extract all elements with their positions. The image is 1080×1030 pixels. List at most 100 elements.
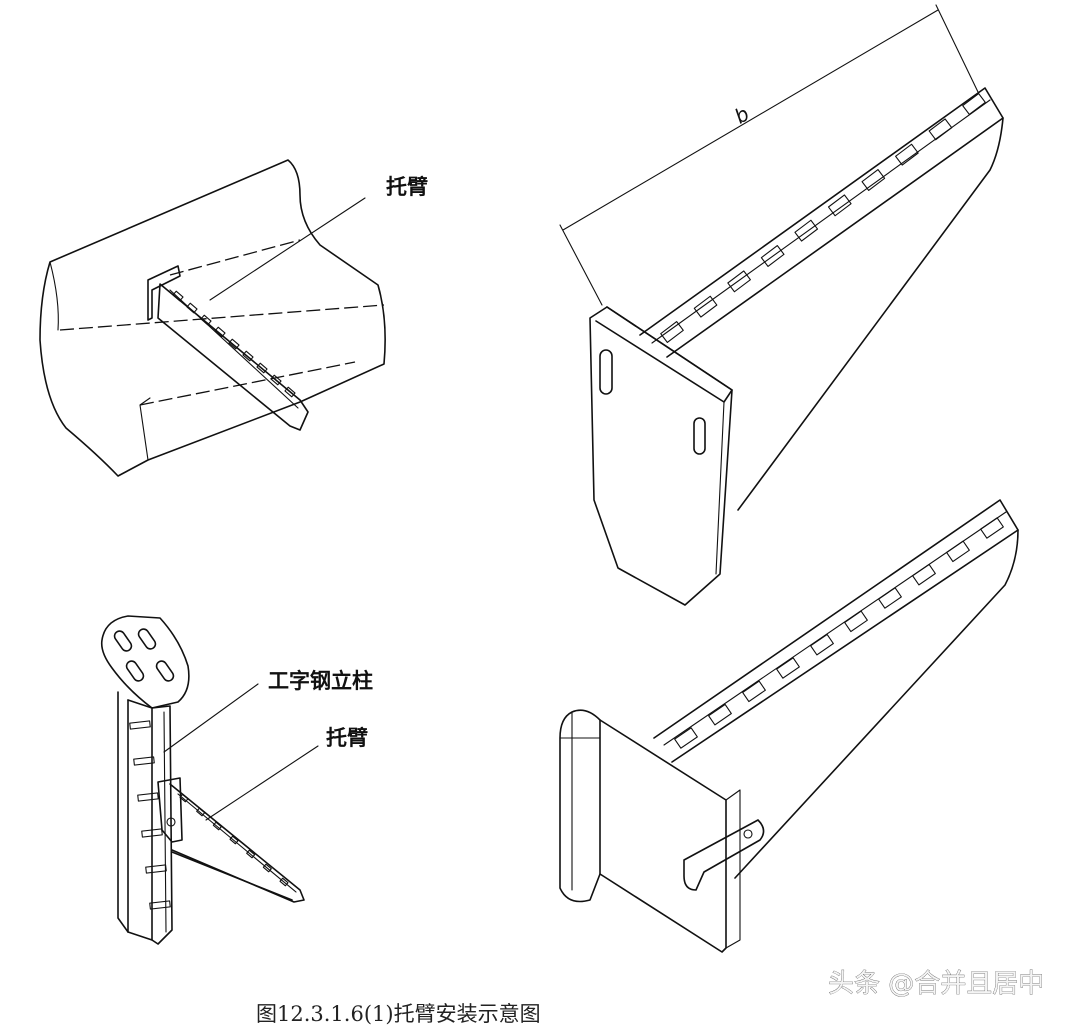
bracket-slot	[878, 587, 902, 609]
bracket-slot	[861, 169, 886, 191]
bracket-bolt	[166, 817, 176, 827]
column-bracket-diagonal	[171, 851, 293, 901]
dimension-extension-right	[935, 4, 979, 93]
column-slot	[149, 900, 171, 910]
bracket-slot	[760, 245, 785, 267]
bracket-slot	[262, 863, 272, 873]
column-flange-right-inner	[163, 711, 167, 933]
leader-line-column	[163, 683, 259, 753]
ibeam-column-figure: 工字钢立柱 托臂	[100, 615, 373, 945]
leader-line-bracket-bottom	[205, 745, 319, 821]
large-bracket-backplate-side	[595, 306, 733, 403]
leader-line-bracket-top	[209, 197, 366, 301]
dimension-label-b: b	[730, 101, 753, 128]
hook-bracket-figure	[559, 499, 1019, 953]
bracket-slot	[270, 374, 282, 386]
hook-bracket-backplate-side	[725, 789, 741, 949]
bracket-arm	[157, 283, 309, 431]
bracket-slot	[946, 540, 970, 563]
backplate-slot-right	[693, 417, 706, 455]
bracket-slot	[895, 143, 919, 166]
bracket-slot	[727, 270, 751, 293]
bracket-slot	[693, 295, 718, 318]
large-bracket-flange-edge	[651, 99, 991, 344]
label-bracket-top: 托臂	[386, 175, 428, 199]
large-bracket-top-flange	[639, 87, 1004, 358]
bracket-slot	[776, 657, 800, 679]
bracket-slot	[928, 118, 953, 141]
bracket-slot	[980, 517, 1004, 539]
top-plate-slot-3	[125, 660, 145, 682]
bracket-slot	[242, 350, 254, 362]
dimension-extension-left	[559, 224, 603, 306]
watermark: 头条 @合并且居中	[828, 969, 1044, 999]
wall-construction-line-2	[139, 361, 356, 406]
bracket-slot	[708, 703, 732, 726]
figure-caption: 图12.3.1.6(1)托臂安装示意图	[256, 1002, 541, 1026]
bracket-slot	[844, 610, 868, 633]
bracket-slot	[186, 302, 198, 314]
large-bracket-figure: b	[559, 4, 1004, 606]
large-bracket-slots	[660, 93, 986, 343]
bracket-slot	[284, 386, 296, 398]
hook-bracket-hook	[559, 709, 601, 903]
bracket-slot	[810, 633, 834, 656]
bracket-arm-edge	[169, 289, 299, 409]
bracket-slot	[660, 321, 684, 343]
label-column: 工字钢立柱	[268, 669, 373, 693]
bracket-slot	[229, 835, 239, 845]
wall-construction-line-3	[169, 239, 301, 276]
hook-bracket-slots	[674, 517, 1004, 749]
large-bracket-backplate	[589, 306, 733, 606]
column-slots	[129, 720, 171, 910]
hook-bracket-top-flange	[653, 499, 1019, 763]
hook-bracket-hook-inner	[559, 711, 601, 891]
bracket-slot	[794, 219, 819, 242]
bracket-slot	[179, 793, 189, 803]
column-slot	[129, 720, 151, 730]
bracket-slot	[827, 194, 852, 217]
top-plate-slot-4	[155, 660, 175, 682]
top-plate-slot-2	[137, 628, 157, 650]
column-slot	[145, 864, 167, 874]
bracket-arm-slots	[172, 290, 296, 398]
tunnel-wall-inner-edge	[49, 261, 59, 331]
bracket-slot	[912, 563, 936, 586]
bracket-slot	[228, 338, 240, 350]
column-flange-right	[151, 705, 173, 945]
tunnel-wall-figure: 托臂	[39, 159, 428, 477]
bracket-slot	[200, 314, 212, 326]
wall-ledge	[139, 397, 151, 461]
label-bracket-bottom: 托臂	[326, 726, 368, 750]
bracket-slot	[962, 93, 986, 115]
large-bracket-diagonal	[737, 117, 1004, 511]
hook-clip-bolt	[743, 829, 753, 839]
column-web	[127, 699, 153, 941]
column-bracket-arm-slots	[179, 793, 289, 887]
hook-bracket-backplate	[599, 719, 727, 953]
hook-bracket-clip	[683, 819, 765, 891]
wall-construction-line-1	[59, 304, 385, 331]
column-slot	[141, 828, 163, 838]
bracket-slot	[742, 680, 766, 703]
column-bracket-clip	[157, 777, 183, 843]
bracket-slot	[674, 727, 698, 749]
bracket-slot	[172, 290, 184, 302]
bracket-slot	[212, 821, 222, 831]
bracket-slot	[196, 807, 206, 817]
bracket-mount-plate	[147, 265, 181, 321]
bracket-slot	[246, 849, 256, 859]
bracket-slot	[256, 362, 268, 374]
hook-bracket-diagonal	[734, 529, 1019, 879]
dimension-line-b	[562, 9, 939, 231]
bracket-slot	[214, 326, 226, 338]
column-slot	[137, 792, 159, 802]
column-slot	[133, 756, 155, 766]
column-top-plate	[100, 615, 190, 709]
bracket-slot	[279, 877, 289, 887]
backplate-slot-left	[599, 349, 613, 395]
large-bracket-backplate-thickness	[715, 401, 725, 575]
top-plate-slot-1	[113, 630, 133, 652]
